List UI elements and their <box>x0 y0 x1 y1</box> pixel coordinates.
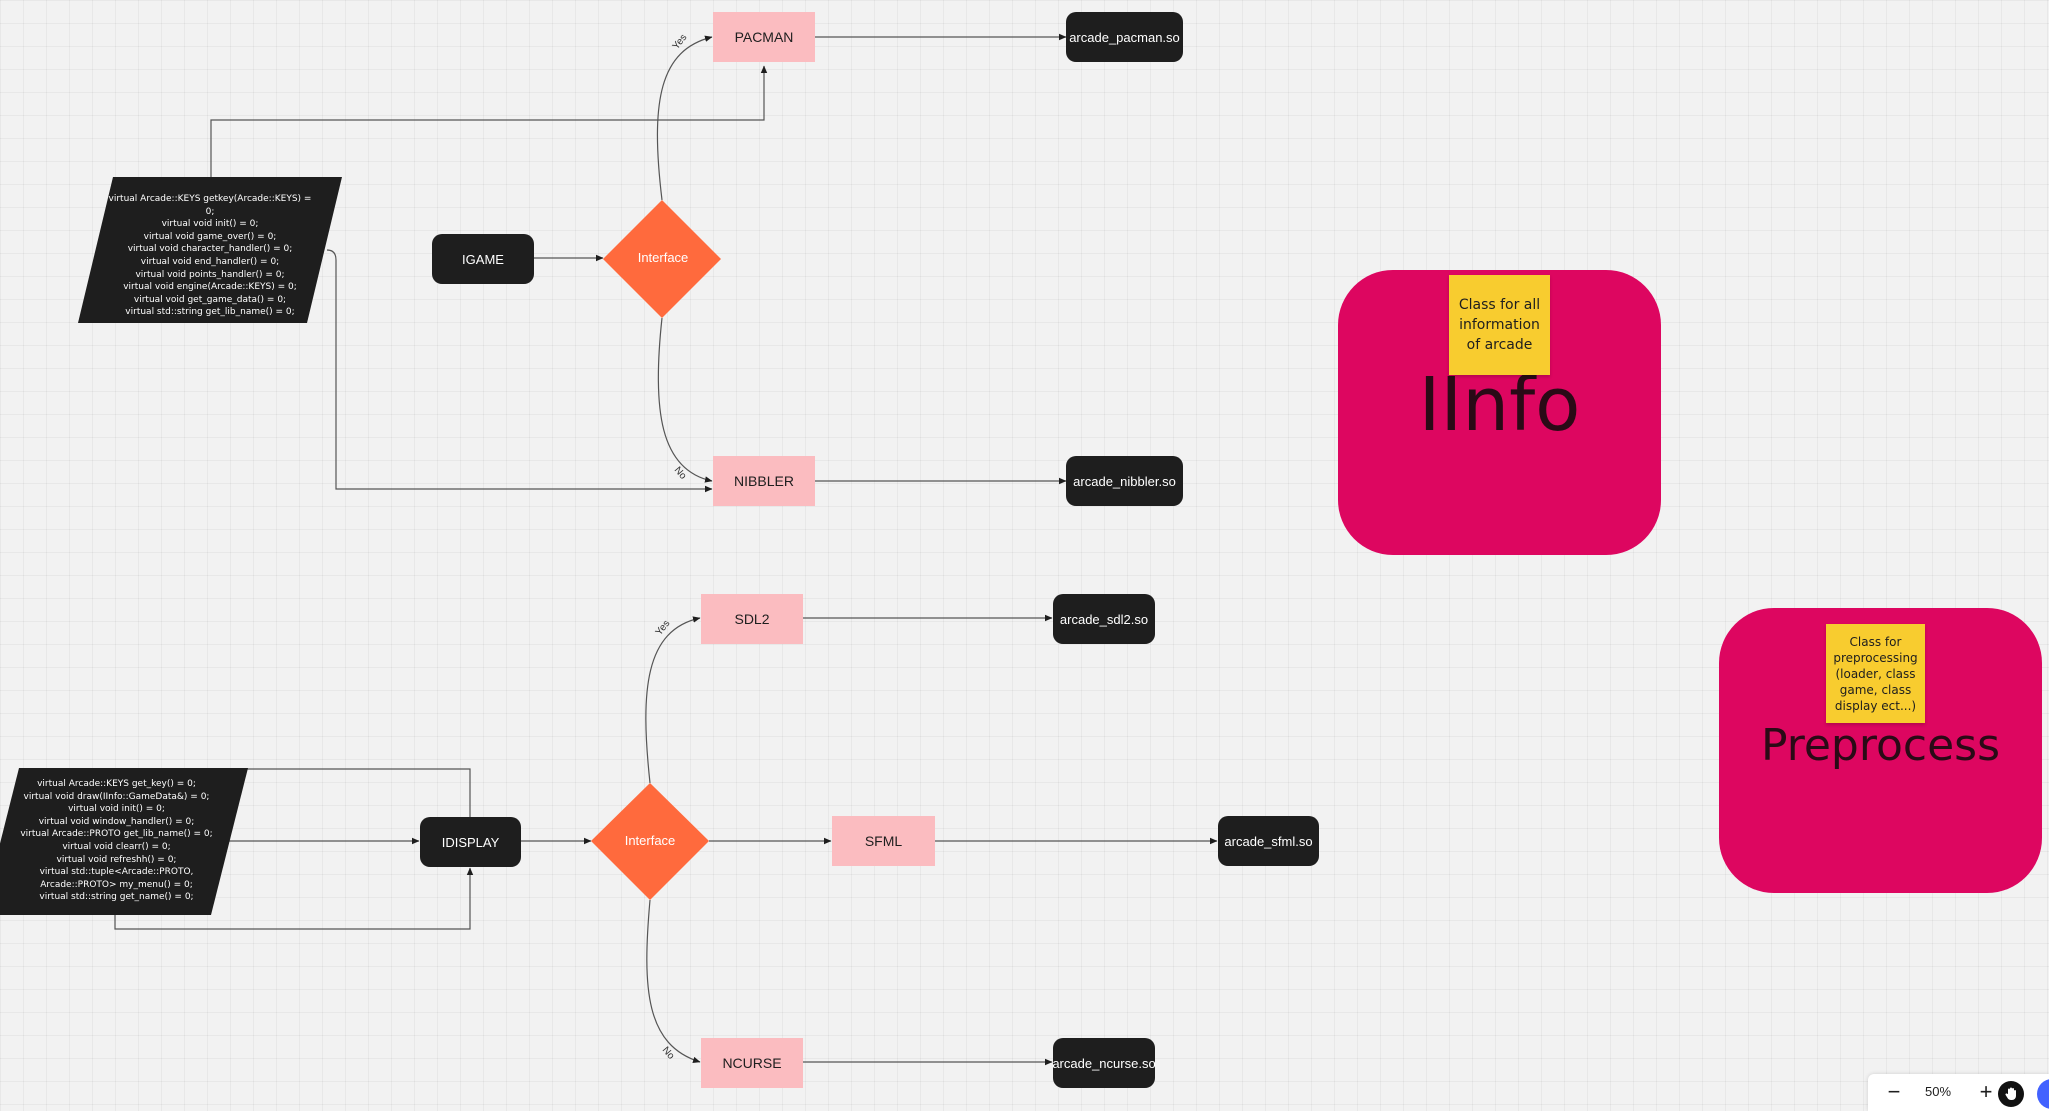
connector-parallelogram-nibbler <box>326 249 713 493</box>
collaboration-button[interactable] <box>2037 1079 2049 1109</box>
igame-decision-diamond <box>603 200 721 318</box>
iinfo-sticky-note[interactable]: Class for all information of arcade <box>1449 275 1550 375</box>
zoom-level: 50% <box>1924 1084 1952 1099</box>
connector-interface-sdl2 <box>645 616 701 784</box>
connector-parallelogram-top-loop <box>244 768 471 817</box>
zoom-toolbar: − 50% + <box>1868 1074 2049 1111</box>
igame-class-node[interactable]: IGAME <box>432 234 534 284</box>
sfml-node[interactable]: SFML <box>832 816 935 866</box>
hand-icon <box>2005 1087 2016 1100</box>
iinfo-title: IInfo <box>1418 362 1581 448</box>
preprocess-sticky-note[interactable]: Class for preprocessing (loader, class g… <box>1826 624 1925 723</box>
zoom-in-button[interactable]: + <box>1979 1079 1993 1104</box>
connector-interface-pacman <box>656 35 713 201</box>
ncurse-node[interactable]: NCURSE <box>701 1038 803 1088</box>
igame-interface-parallelogram <box>78 177 342 323</box>
preprocess-frame[interactable]: Preprocess <box>1719 608 2042 893</box>
idisplay-yes-label: Yes <box>654 618 673 638</box>
sdl2-node[interactable]: SDL2 <box>701 594 803 644</box>
connector-interface-ncurse <box>646 899 701 1063</box>
idisplay-class-node[interactable]: IDISPLAY <box>420 817 521 867</box>
ncurse-lib-node[interactable]: arcade_ncurse.so <box>1052 1038 1156 1088</box>
connector-interface-nibbler <box>657 317 713 483</box>
connector-parallelogram-pacman <box>210 65 768 177</box>
idisplay-interface-parallelogram <box>0 768 248 915</box>
idisplay-decision-diamond <box>591 783 709 900</box>
nibbler-lib-node[interactable]: arcade_nibbler.so <box>1066 456 1183 506</box>
pacman-node[interactable]: PACMAN <box>713 12 815 62</box>
nibbler-node[interactable]: NIBBLER <box>713 456 815 506</box>
hand-tool-button[interactable] <box>1998 1081 2024 1107</box>
sdl2-lib-node[interactable]: arcade_sdl2.so <box>1053 594 1155 644</box>
pacman-lib-node[interactable]: arcade_pacman.so <box>1066 12 1183 62</box>
preprocess-title: Preprocess <box>1760 720 2001 771</box>
sfml-lib-node[interactable]: arcade_sfml.so <box>1218 816 1319 866</box>
zoom-out-button[interactable]: − <box>1887 1079 1901 1104</box>
igame-no-label: No <box>672 465 689 482</box>
connector-parallelogram-bottom-loop <box>114 867 474 930</box>
